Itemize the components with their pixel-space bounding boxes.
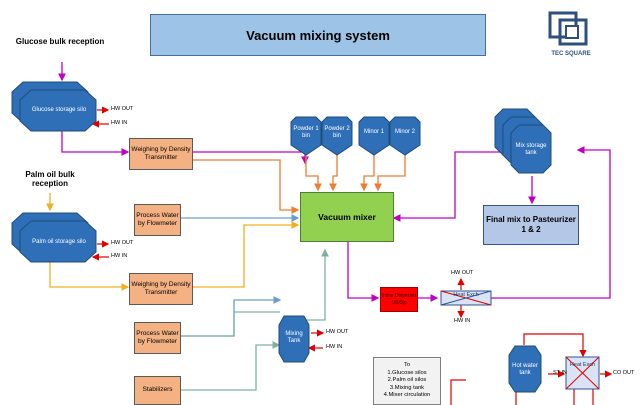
mixing-hw-in-label: HW IN (326, 344, 343, 350)
cip-destinations-box: To 1.Glucose silos 2.Palm oil silos 3.Mi… (373, 357, 441, 405)
cip-item-mixing: 3.Mixing tank (389, 384, 425, 391)
water2-to-mixing-line (181, 296, 282, 337)
heat-exchanger-1-icon (440, 290, 492, 306)
minor1-bin-label: Minor 1 (363, 129, 384, 136)
weighing1-orange-line (193, 159, 300, 214)
inline-disperser-box: Inline Disperser 1000lp (380, 287, 418, 312)
exch-to-storage-line (491, 146, 611, 299)
glucose-section-heading: Glucose bulk reception (15, 37, 105, 46)
weighing-density-label-2: Weighing by Density Transmitter (131, 280, 191, 296)
hot-water-loop-line (523, 333, 587, 358)
glucose-hw-out-label: HW OUT (111, 106, 134, 112)
st-in-label: ST IN (553, 370, 567, 376)
mixer-to-disperser-line (347, 242, 380, 302)
cip-return-line (447, 379, 466, 405)
hot-water-tank-icon (508, 345, 542, 393)
minor2-line (374, 154, 406, 192)
powder1-bin-label: Powder 1 bin (293, 125, 319, 139)
minor1-line (360, 154, 375, 192)
stabilizers-box: Stabilizers (134, 376, 181, 405)
palm-silo-label: Palm oil storage silo (32, 239, 86, 246)
cip-item-mixer: 4.Mixer circulation (383, 392, 431, 399)
cip-item-palm: 2.Palm oil silos (387, 377, 427, 384)
process-water-box-2: Process Water by Flowmeter (134, 322, 181, 354)
heat-exch-2-label: Heat Exch (569, 362, 596, 368)
co-out-label: CO OUT (613, 370, 635, 376)
powder2-line (329, 154, 338, 192)
logo-text: TEC SQUARE (551, 51, 591, 57)
mixing-tank-icon (278, 315, 310, 363)
glucose-silo-icon (11, 81, 97, 132)
minor2-bin-label: Minor 2 (394, 129, 415, 136)
palm-section-heading: Palm oil bulk reception (25, 170, 75, 189)
powder1-bin-icon (290, 116, 322, 156)
mixing-tank-label: Mixing Tank (285, 330, 303, 344)
weighing-density-box-1: Weighing by Density Transmitter (129, 138, 193, 170)
palm-hw-in-label: HW IN (111, 253, 128, 259)
heat-exchanger-2-icon (565, 356, 600, 390)
mix-storage-label: Mix storage tank (515, 142, 547, 156)
weighing1-to-mixer-line (193, 151, 309, 165)
glucose-hw-in-label: HW IN (111, 120, 128, 126)
tec-square-logo (548, 11, 588, 46)
minor1-bin-icon (358, 116, 390, 156)
stabilizers-label: Stabilizers (142, 386, 173, 394)
exch-hw-in-label: HW IN (454, 318, 471, 324)
mixing-tank-to-mixer-line (293, 248, 329, 321)
cip-item-glucose: 1.Glucose silos (387, 369, 427, 376)
title-banner: Vacuum mixing system (150, 14, 486, 56)
cip-heading: To (403, 362, 411, 369)
process-water-box-1: Process Water by Flowmeter (134, 204, 181, 236)
hot-water-tank-label: Hot water tank (512, 362, 538, 376)
page-title: Vacuum mixing system (246, 27, 390, 43)
process-water-label-2: Process Water by Flowmeter (136, 329, 179, 345)
palm-hw-out-label: HW OUT (111, 240, 134, 246)
mixing-hw-out-label: HW OUT (326, 329, 349, 335)
heat-exch-1-label: Heat Exch (453, 292, 479, 298)
minor2-bin-icon (389, 116, 421, 156)
weighing2-to-mixer-line (193, 221, 300, 288)
weighing-density-label-1: Weighing by Density Transmitter (131, 145, 191, 161)
final-mix-label: Final mix to Pasteurizer 1 & 2 (486, 215, 576, 234)
vacuum-mixer-box: Vacuum mixer (300, 192, 394, 242)
water2-branch-line (181, 311, 280, 337)
inline-disperser-label: Inline Disperser 1000lp (381, 293, 417, 306)
glucose-to-weighing-line (61, 128, 130, 156)
process-water-label-1: Process Water by Flowmeter (136, 211, 179, 227)
palm-silo-icon (11, 212, 97, 263)
exch-hw-out-label: HW OUT (451, 270, 474, 276)
stabilizers-line (181, 341, 281, 391)
palm-to-weighing-line (49, 257, 130, 291)
powder2-bin-label: Powder 2 bin (324, 125, 350, 139)
powder1-line (305, 154, 322, 192)
glucose-silo-label: Glucose storage silo (31, 107, 87, 114)
mix-storage-tank-icon (494, 108, 552, 174)
storage-return-line (392, 151, 500, 222)
weighing-density-box-2: Weighing by Density Transmitter (129, 273, 193, 305)
powder2-bin-icon (321, 116, 353, 156)
final-mix-box: Final mix to Pasteurizer 1 & 2 (483, 205, 579, 245)
vacuum-mixer-label: Vacuum mixer (318, 211, 376, 222)
